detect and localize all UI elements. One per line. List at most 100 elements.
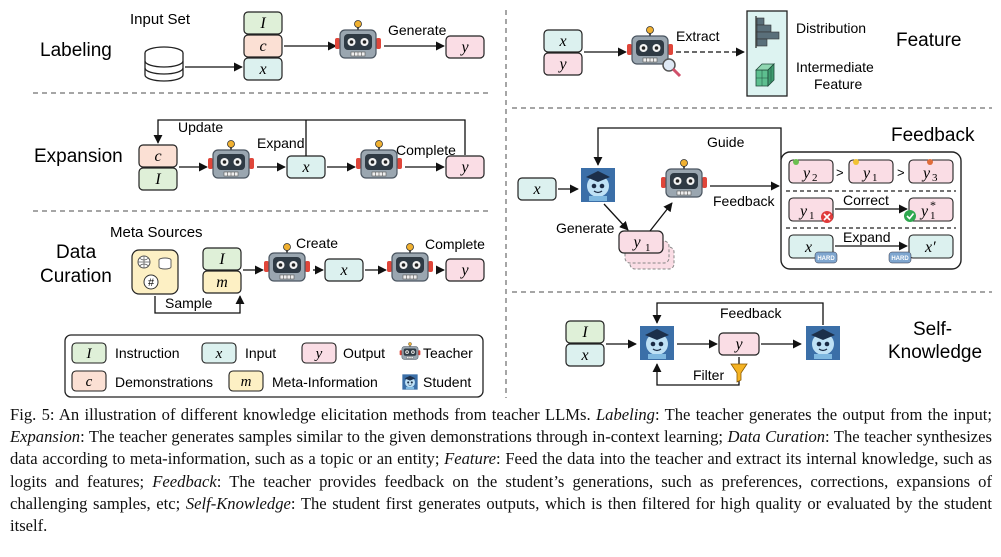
input-box — [243, 57, 283, 81]
input-symbol: x — [301, 159, 309, 176]
correction: y 1 Correct y 1 * — [788, 192, 954, 223]
caption-curation-term: Data Curation — [727, 427, 826, 447]
database-icon — [158, 257, 172, 270]
student-icon — [580, 167, 616, 203]
student-icon — [639, 325, 675, 361]
student-icon — [805, 325, 841, 361]
greater-than: > — [897, 165, 905, 180]
input-box — [543, 29, 583, 53]
distribution-label: Distribution — [796, 20, 866, 36]
teacher-robot-icon — [626, 25, 674, 65]
rank-symbol: y — [861, 165, 871, 182]
figure-caption: Fig. 5: An illustration of different kno… — [10, 404, 992, 537]
rating-icon — [793, 159, 799, 165]
caption-feature-desc: : Feed the data into the teacher and ext… — [10, 449, 992, 491]
feedback-panel: Feedback Guide x Generate y 1 Feedback y… — [517, 125, 975, 270]
student-icon — [402, 374, 418, 390]
rating-icon — [927, 159, 933, 165]
hashtag-icon: # — [148, 277, 155, 289]
preference-ranking: y 2 > y 1 > y 3 — [788, 159, 954, 184]
generate-arrow — [603, 203, 629, 231]
hard-output-symbol: x′ — [924, 239, 936, 256]
self-knowledge-title: Self- — [913, 319, 952, 340]
labeling-panel: Labeling Input Set I c x Generate y — [40, 11, 485, 82]
knowledge-elicitation-diagram: Labeling Input Set I c x Generate y Expa… — [33, 10, 992, 398]
caption-labeling-desc: : The teacher generates the output from … — [654, 405, 992, 424]
feedback-title: Feedback — [891, 125, 975, 146]
feedback-label: Feedback — [720, 305, 782, 321]
legend-instruction-label: Instruction — [115, 345, 180, 361]
output-symbol: y — [733, 336, 743, 353]
legend-meta-label: Meta-Information — [272, 374, 378, 390]
output-box — [543, 52, 583, 76]
magnifier-icon — [662, 58, 682, 78]
globe-icon — [137, 255, 151, 269]
feature-title: Feature — [896, 30, 961, 51]
feature-panel: Feature x y Extract Distribution Interme… — [543, 10, 961, 97]
self-knowledge-panel: Self- Knowledge I x y Feedback Filter — [565, 302, 982, 386]
generated-output-subscript: 1 — [645, 242, 651, 254]
instruction-box — [138, 167, 178, 191]
input-box — [517, 177, 557, 201]
output-symbol: y — [459, 262, 469, 279]
feedback-loop-arrow — [652, 302, 824, 325]
update-arrow — [153, 119, 466, 155]
instruction-symbol: I — [218, 251, 225, 268]
output-symbol: y — [459, 39, 469, 56]
filter-label: Filter — [693, 367, 724, 383]
rank-symbol: y — [801, 165, 811, 182]
arrow — [649, 202, 673, 232]
teacher-robot-icon — [334, 19, 382, 59]
sample-label: Sample — [165, 295, 213, 311]
legend-instruction-symbol: I — [86, 346, 93, 362]
sample-arrow — [154, 295, 245, 314]
corrected-output-subscript: 1 — [930, 210, 936, 222]
intermediate-label-2: Feature — [814, 76, 862, 92]
output-symbol: y — [557, 56, 567, 73]
greater-than: > — [836, 165, 844, 180]
expansion-title: Expansion — [34, 146, 123, 167]
meta-info-symbol: m — [216, 274, 228, 291]
caption-expansion-desc: : The teacher generates samples similar … — [80, 427, 728, 447]
instruction-symbol: I — [259, 15, 266, 32]
instruction-box — [243, 11, 283, 35]
corrected-output-symbol: y — [919, 203, 929, 220]
legend-meta-symbol: m — [241, 374, 252, 390]
legend-teacher-label: Teacher — [423, 345, 473, 361]
caption-self-term: Self-Knowledge — [185, 493, 291, 513]
rating-icon — [853, 159, 859, 165]
create-label: Create — [296, 235, 338, 251]
extract-label: Extract — [676, 28, 720, 44]
input-box — [324, 258, 364, 282]
legend-input-label: Input — [245, 345, 276, 361]
generate-label: Generate — [388, 22, 447, 38]
input-symbol: x — [558, 33, 566, 50]
instruction-box — [565, 320, 605, 344]
generated-output-symbol: y — [631, 234, 641, 251]
wrong-output-subscript: 1 — [809, 210, 815, 222]
legend-box — [64, 334, 484, 398]
hard-expansion: x HARD Expand x′ HARD — [788, 229, 954, 264]
hard-badge-icon — [814, 251, 838, 264]
generate-label: Generate — [556, 220, 615, 236]
caption-intro: Fig. 5: An illustration of different kno… — [10, 405, 596, 424]
demonstration-box — [243, 34, 283, 58]
curation-title-2: Curation — [40, 266, 112, 287]
generated-output-box — [618, 230, 664, 254]
guide-label: Guide — [707, 134, 745, 150]
input-symbol: x — [580, 347, 588, 364]
hard-badge-label: HARD — [891, 256, 909, 262]
caption-feedback-desc: : The teacher provides feedback on the s… — [10, 471, 992, 513]
correct-label: Correct — [843, 192, 889, 208]
hard-badge-icon — [888, 251, 912, 264]
demonstration-symbol: c — [259, 38, 266, 55]
output-symbol: y — [459, 159, 469, 176]
input-symbol: x — [339, 262, 347, 279]
database-icon — [144, 46, 184, 82]
caption-expansion-term: Expansion — [10, 427, 81, 447]
expansion-panel: Expansion c I Update Expand x Complete y — [34, 119, 485, 191]
teacher-robot-icon — [660, 158, 708, 198]
caption-feature-term: Feature — [444, 449, 497, 469]
tensor-cube-icon — [755, 63, 775, 87]
legend-demo-label: Demonstrations — [115, 374, 213, 390]
